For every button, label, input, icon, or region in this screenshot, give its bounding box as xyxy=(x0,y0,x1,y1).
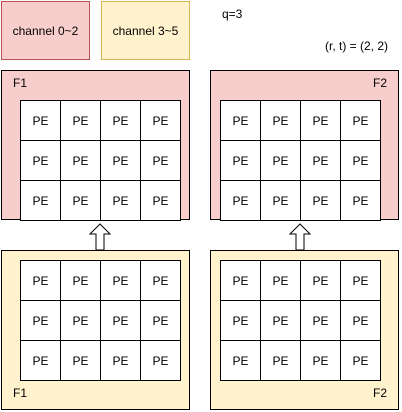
up-arrow-icon xyxy=(289,223,311,251)
legend-channel-3-5: channel 3~5 xyxy=(101,1,190,60)
pe-cell: PE xyxy=(221,301,261,341)
up-arrow-icon xyxy=(89,223,111,251)
pe-cell: PE xyxy=(261,141,301,181)
pe-cell: PE xyxy=(301,101,341,141)
pe-cell: PE xyxy=(301,181,341,221)
pe-cell: PE xyxy=(21,261,61,301)
pe-cell: PE xyxy=(21,141,61,181)
pe-cell: PE xyxy=(21,301,61,341)
pe-cell: PE xyxy=(341,181,381,221)
pe-cell: PE xyxy=(221,101,261,141)
pe-cell: PE xyxy=(101,261,141,301)
pe-cell: PE xyxy=(21,101,61,141)
frame-bottom-left-label: F1 xyxy=(13,386,28,400)
pe-cell: PE xyxy=(221,261,261,301)
pe-cell: PE xyxy=(341,261,381,301)
rt-label: (r, t) = (2, 2) xyxy=(325,39,389,53)
pe-cell: PE xyxy=(101,301,141,341)
pe-cell: PE xyxy=(61,141,101,181)
pe-cell: PE xyxy=(101,341,141,381)
frame-top-left-label: F1 xyxy=(13,76,28,90)
pe-cell: PE xyxy=(341,101,381,141)
q-label: q=3 xyxy=(222,7,243,21)
frame-top-right-label: F2 xyxy=(373,76,388,90)
pe-cell: PE xyxy=(101,141,141,181)
pe-cell: PE xyxy=(141,301,181,341)
pe-cell: PE xyxy=(301,301,341,341)
pe-cell: PE xyxy=(141,101,181,141)
pe-cell: PE xyxy=(261,301,301,341)
pe-cell: PE xyxy=(341,341,381,381)
pe-cell: PE xyxy=(61,101,101,141)
pe-cell: PE xyxy=(61,181,101,221)
pe-cell: PE xyxy=(141,141,181,181)
pe-cell: PE xyxy=(221,341,261,381)
pe-cell: PE xyxy=(21,181,61,221)
pe-cell: PE xyxy=(221,181,261,221)
pe-cell: PE xyxy=(61,301,101,341)
pe-cell: PE xyxy=(261,181,301,221)
pe-cell: PE xyxy=(61,341,101,381)
pe-cell: PE xyxy=(101,181,141,221)
pe-cell: PE xyxy=(221,141,261,181)
pe-cell: PE xyxy=(301,141,341,181)
pe-cell: PE xyxy=(301,261,341,301)
pe-cell: PE xyxy=(301,341,341,381)
pe-cell: PE xyxy=(261,101,301,141)
pe-cell: PE xyxy=(341,141,381,181)
legend-channel-0-2: channel 0~2 xyxy=(1,1,90,60)
pe-cell: PE xyxy=(61,261,101,301)
legend-yellow-label: channel 3~5 xyxy=(112,23,179,38)
pe-cell: PE xyxy=(261,341,301,381)
pe-cell: PE xyxy=(101,101,141,141)
pe-cell: PE xyxy=(141,181,181,221)
legend-pink-label: channel 0~2 xyxy=(12,23,79,38)
pe-cell: PE xyxy=(341,301,381,341)
frame-bottom-right-label: F2 xyxy=(373,386,388,400)
pe-cell: PE xyxy=(141,341,181,381)
pe-cell: PE xyxy=(21,341,61,381)
pe-cell: PE xyxy=(261,261,301,301)
pe-cell: PE xyxy=(141,261,181,301)
